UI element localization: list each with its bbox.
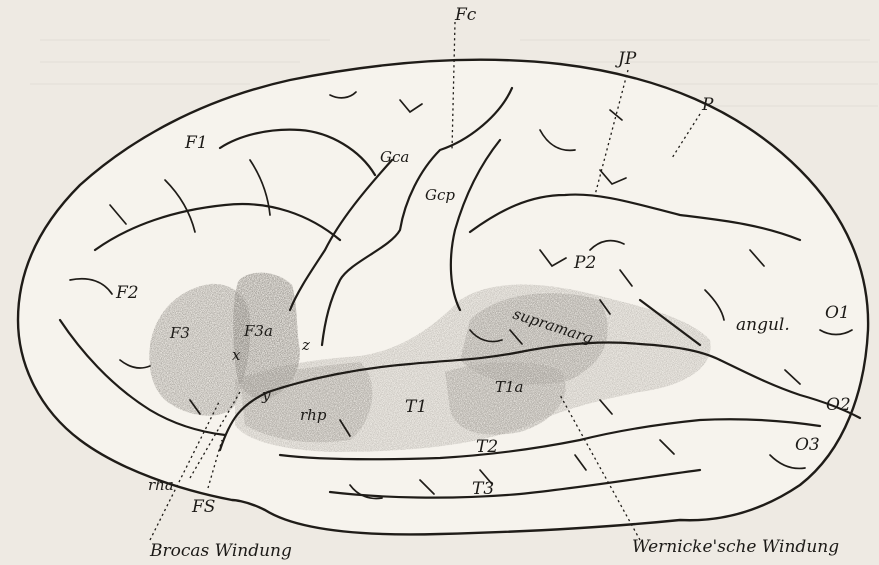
captions: Brocas Windung Wernicke'sche Windung [149, 537, 839, 561]
label-o1: O1 [825, 303, 850, 323]
label-t2: T2 [476, 437, 498, 457]
caption-broca: Brocas Windung [149, 541, 292, 561]
label-fc: Fc [454, 5, 477, 25]
label-z: z [301, 336, 310, 354]
label-t3: T3 [472, 479, 494, 499]
label-f3a: F3a [243, 322, 273, 340]
label-f3: F3 [169, 324, 190, 342]
label-gcp: Gcp [425, 186, 455, 204]
label-f2: F2 [115, 283, 139, 303]
label-rha: rha [148, 476, 174, 494]
label-p2: P2 [573, 253, 596, 273]
label-t1: T1 [405, 397, 427, 417]
label-fs: FS [191, 497, 215, 517]
hemisphere-outline [18, 60, 868, 535]
label-angul: angul. [736, 315, 790, 335]
label-rhp: rhp [300, 406, 327, 424]
label-p: P [701, 95, 714, 115]
label-gca: Gca [380, 148, 409, 166]
label-jp: JP [615, 49, 637, 69]
label-t1a: T1a [495, 378, 524, 396]
caption-wernicke: Wernicke'sche Windung [632, 537, 839, 557]
label-y: y [261, 386, 271, 404]
label-x: x [232, 346, 241, 364]
label-f1: F1 [184, 133, 208, 153]
label-o2: O2 [826, 395, 851, 415]
label-o3: O3 [795, 435, 820, 455]
